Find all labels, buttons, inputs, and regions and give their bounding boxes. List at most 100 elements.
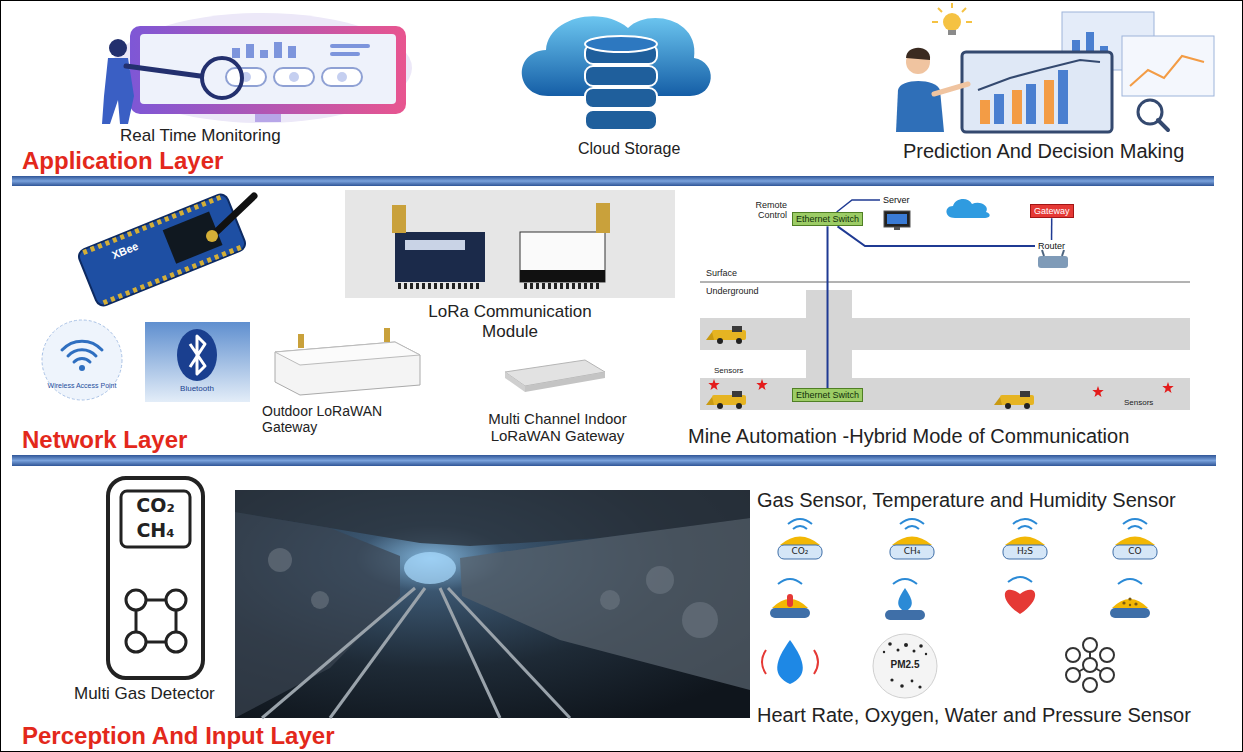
monitoring-illustration [274,68,314,86]
sensor-icons [777,640,803,684]
gas-sensor-icons [1123,519,1147,524]
sensor-icons [1008,577,1032,582]
lora-module-photo [520,232,605,282]
mine-tunnel-photo [600,590,620,610]
outdoor-gateway-photo [275,342,420,365]
sensor-icons [787,594,793,607]
gas-detector-icon [175,610,178,632]
caption-text-box: Prediction And Decision Making [903,140,1184,163]
cloud-storage-icon [522,16,711,96]
sensor-label: Sensors [714,366,743,375]
icon-label: Bluetooth [172,384,222,393]
sensor-icons [778,577,1142,584]
gas-sensor-icons [778,519,1157,559]
sensor-icons [762,650,818,674]
bluetooth-icon [177,329,217,381]
caption-text: Multi Gas Detector [74,684,215,704]
analytics-illustration [932,3,972,22]
module-marking: XBee [110,240,140,262]
sensor-icons [1083,658,1097,672]
diagram-label-box: Remote Control [745,200,787,221]
gas-sensor-icons [778,545,822,559]
sensor-icons [885,610,925,620]
cloud-storage-icon [585,44,657,130]
monitoring-illustration [102,13,412,124]
mine-tunnel-photo [440,588,500,718]
analytics-illustration [980,100,990,124]
gas-formula-box: CO₂ [121,495,190,517]
analytics-illustration [978,60,1100,90]
switch-box: Ethernet Switch [792,388,863,402]
outdoor-gateway-photo [384,328,390,342]
monitoring-illustration [330,52,360,56]
mine-automation-illustration [708,379,719,390]
switch-box: Ethernet Switch [792,212,863,226]
analytics-illustration [994,94,1004,124]
monitoring-illustration [260,50,268,58]
sensor-icons [1110,608,1150,618]
monitoring-illustration [337,72,347,82]
analytics-illustration [951,3,953,8]
monitoring-illustration [232,42,370,58]
mine-automation-illustration [884,211,910,227]
caption-text: LoRa Communication Module [420,302,600,341]
gas-sensor-icons [905,526,919,529]
sensor-icons [904,643,908,647]
mine-automation-illustration [700,378,1190,410]
gas-sensor-icons [780,537,820,546]
icon-label: PM2.5 [880,659,930,671]
gas-sensor-icons [1003,545,1047,559]
mine-automation-illustration [700,282,1190,283]
analytics-illustration [948,30,956,35]
mine-tunnel-photo [262,588,415,718]
sensor-icons [890,678,893,681]
analytics-illustration [1026,84,1036,124]
connector-group [828,200,1052,388]
sensor-icons [1122,597,1137,606]
icon-label-box: Wireless Access Point [44,382,120,390]
mine-automation-illustration [756,379,767,390]
lora-module-photo [392,205,406,233]
gas-sensor-icons [1128,526,1142,529]
gas-sensor-icons [1013,519,1037,524]
ground-label-box: Surface [706,268,737,278]
analytics-illustration [1158,120,1168,130]
gas-detector-icon [126,632,146,652]
gas-sensor-icons [1005,537,1045,546]
monitoring-illustration [322,68,362,86]
gas-sensor-icons [892,537,932,546]
monitoring-illustration [274,42,282,58]
layer-title: Perception And Input Layer [22,724,334,748]
analytics-illustration [934,84,968,94]
analytics-illustration [1044,80,1054,124]
gas-formula-box: CH₄ [121,520,190,542]
icon-label: Wireless Access Point [44,382,120,390]
monitoring-illustration [330,44,370,48]
gas-sensor-icons [788,519,1147,529]
mine-tunnel-photo [311,591,329,609]
analytics-illustration [980,80,1054,124]
bluetooth-icon [145,322,250,402]
sensor-icons [925,653,927,655]
mine-automation-illustration [994,391,1034,409]
group-heading: Heart Rate, Oxygen, Water and Pressure S… [757,704,1191,727]
lora-module-photo [520,270,605,282]
sensor-icons [1118,579,1142,584]
analytics-illustration [896,81,944,132]
group-heading-box: Gas Sensor, Temperature and Humidity Sen… [757,489,1176,512]
mine-automation-illustration [706,326,746,344]
mine-tunnel-photo [235,490,750,718]
access-point-icon [42,320,122,400]
layer-divider [12,455,1216,466]
gas-formula: CH₄ [890,546,934,556]
monitoring-illustration [255,114,281,122]
mine-tunnel-photo [235,490,750,718]
access-point-icon [62,341,102,350]
gas-sensor-icons [788,519,812,524]
mine-tunnel-photo [268,548,718,638]
gas-detector-icon [126,590,146,610]
sensor-icons [919,644,923,648]
